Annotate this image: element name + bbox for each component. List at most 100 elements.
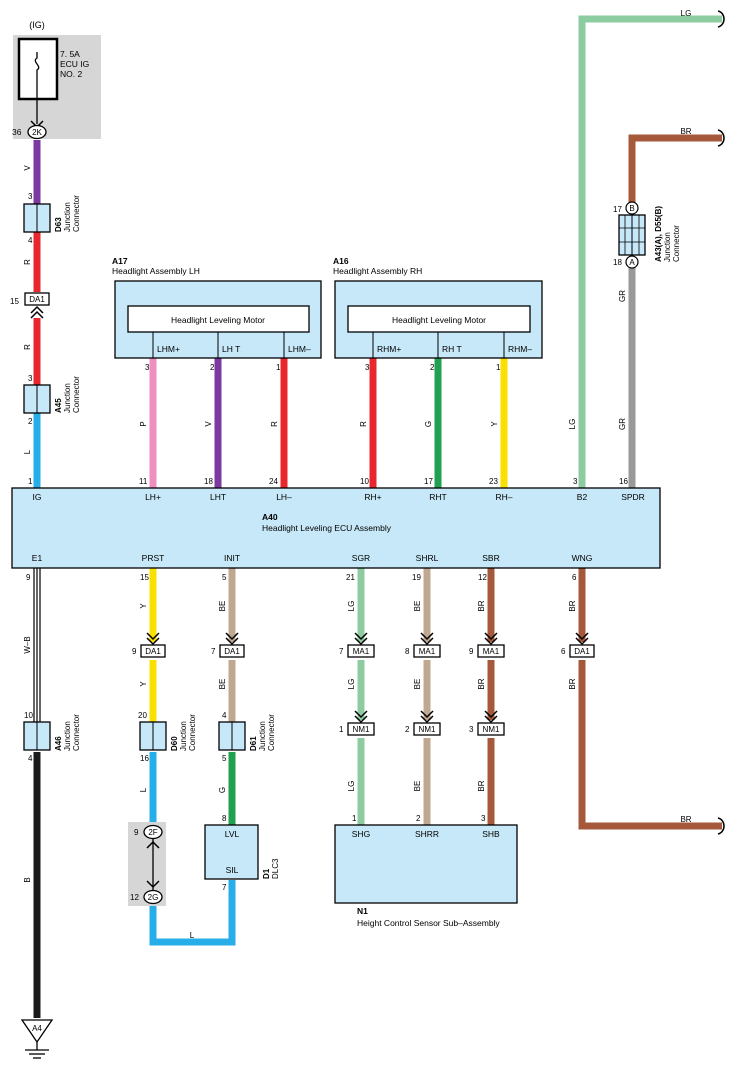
connector-sgr-nm1-pin: 1 [339, 725, 344, 734]
sensor-pin-shrr: 2 [416, 814, 421, 823]
wire-end-br-top [717, 129, 725, 147]
connector-shrl-nm1-label: NM1 [419, 725, 436, 734]
fuse-icon [34, 52, 40, 100]
dlc3-d1: 8 LVL SIL 7 D1 DLC3 [204, 814, 280, 892]
wire-label-ig-r1: R [23, 259, 32, 265]
fuse-supply-label: (IG) [29, 20, 45, 30]
dlc3-pin-lvl: 8 [222, 814, 227, 823]
dlc3-term-sil: SIL [226, 865, 239, 875]
junction-a43-pin-top: 17 [613, 205, 622, 214]
wire-label-loop-l: L [190, 931, 195, 940]
wire-b2-lg [578, 15, 722, 488]
wire-label-top-lg: LG [681, 9, 692, 18]
junction-d63-desc-1: Junction [63, 202, 72, 232]
wire-label-sgr-lg2: LG [347, 679, 356, 690]
wire-label-rh-g: G [424, 421, 433, 427]
wire-color-labels: V R R L P V R R G Y LG GR GR LG BR W–B B… [23, 9, 692, 940]
dlc3-term-lvl: LVL [225, 829, 240, 839]
fuse-number: NO. 2 [60, 69, 82, 79]
ground-a4: A4 [20, 1019, 54, 1059]
junction-d60-pin-top: 20 [138, 711, 147, 720]
connector-shrl-nm1-pin: 2 [405, 725, 410, 734]
ecu-term-init: INIT [224, 553, 240, 563]
wire-label-sgr-lg1: LG [347, 601, 356, 612]
inline-connectors-row2: NM1 NM1 NM1 1 2 3 [339, 710, 505, 736]
headlight-rh-id: A16 [333, 256, 349, 266]
wire-end-br-bottom [717, 817, 725, 835]
junction-d61-id: D61 [249, 736, 258, 751]
wire-label-wng-br3: BR [680, 815, 691, 824]
fuse-rating: 7. 5A [60, 49, 80, 59]
wire-loop-l [149, 880, 236, 946]
sensor-name: Height Control Sensor Sub–Assembly [357, 918, 500, 928]
wire-label-sbr-br3: BR [477, 780, 486, 791]
connector-2f-pin: 9 [134, 828, 139, 837]
ecu-term-lht: LHT [210, 492, 226, 502]
ecu-pin-lh-minus: 24 [269, 477, 278, 486]
wire-label-sgr-lg3: LG [347, 781, 356, 792]
wire-label-e1-b: B [23, 877, 32, 882]
wire-label-shrl-be3: BE [413, 781, 422, 792]
junction-a45-desc: Junction Connector [63, 376, 81, 413]
junction-d60: 20 16 D60 Junction Connector [138, 711, 197, 763]
headlight-lh: A17 Headlight Assembly LH Headlight Leve… [112, 256, 322, 372]
junction-d61: 4 5 D61 Junction Connector [218, 711, 276, 763]
ecu-pin-lht: 18 [204, 477, 213, 486]
wire-label-rh-y: Y [490, 421, 499, 427]
ecu-pin-rh-minus: 23 [489, 477, 498, 486]
ecu-term-shrl: SHRL [416, 553, 439, 563]
connector-sgr-nm1-label: NM1 [353, 725, 370, 734]
wire-label-spdr-gr-lower: GR [618, 418, 627, 430]
headlight-rh-term-rhm-plus: RHM+ [377, 344, 401, 354]
connector-2f-2g-area: 9 2F 12 2G [128, 822, 166, 906]
connector-shrl-ma1-pin: 8 [405, 647, 410, 656]
connector-da1-ig-pin: 15 [10, 297, 19, 306]
headlight-lh-id: A17 [112, 256, 128, 266]
sensor-n1: 1 2 3 SHG SHRR SHB N1 Height Control Sen… [334, 814, 518, 928]
wire-label-top-br: BR [680, 127, 691, 136]
junction-d60-desc-2: Connector [188, 714, 197, 751]
wire-label-wng-br1: BR [568, 600, 577, 611]
wire-label-spdr-gr-upper: GR [618, 290, 627, 302]
connector-da1-ig-label: DA1 [29, 295, 45, 304]
ground-id: A4 [32, 1024, 42, 1033]
wire-end-curls [717, 10, 725, 835]
connector-init-label: DA1 [224, 647, 240, 656]
junction-a46-desc-2: Connector [72, 714, 81, 751]
sensor-id: N1 [357, 906, 368, 916]
junction-d61-pin-top: 4 [222, 711, 227, 720]
wire-e1-wb [33, 568, 41, 722]
wire-label-wng-br2: BR [568, 678, 577, 689]
wire-label-sbr-br2: BR [477, 678, 486, 689]
connector-prst-pin: 9 [132, 647, 137, 656]
ecu-pin-rht: 17 [424, 477, 433, 486]
junction-a45-pin-bottom: 2 [28, 417, 33, 426]
junction-d63-pin-bottom: 4 [28, 236, 33, 245]
connector-sbr-nm1-pin: 3 [469, 725, 474, 734]
junction-d60-desc: Junction Connector [179, 714, 197, 751]
wire-label-prst-y2: Y [139, 681, 148, 687]
ecu-term-ig: IG [33, 492, 42, 502]
headlight-lh-term-lht: LH T [222, 344, 240, 354]
connector-sgr-ma1-pin: 7 [339, 647, 344, 656]
wire-label-e1-wb: W–B [23, 636, 32, 653]
headlight-rh-motor: Headlight Leveling Motor [392, 315, 486, 325]
ecu-pin-e1: 9 [26, 573, 31, 582]
connector-2g-pin: 12 [130, 893, 139, 902]
junction-d60-id: D60 [170, 736, 179, 751]
junction-a45-id: A45 [54, 398, 63, 413]
ecu-pin-ig: 1 [28, 477, 33, 486]
junction-d61-pin-bottom: 5 [222, 754, 227, 763]
wire-label-ig-l: L [23, 449, 32, 454]
connector-prst-label: DA1 [145, 647, 161, 656]
junction-d61-desc-2: Connector [267, 714, 276, 751]
wires [33, 15, 722, 1018]
ecu-term-rht: RHT [429, 492, 446, 502]
connector-sbr-ma1-pin: 9 [469, 647, 474, 656]
fuse-name: ECU IG [60, 59, 89, 69]
headlight-lh-term-lhm-minus: LHM– [288, 344, 311, 354]
junction-a46-pin-bottom: 4 [28, 754, 33, 763]
junction-a46: 10 4 A46 Junction Connector [23, 711, 81, 763]
wire-label-ig-r2: R [23, 344, 32, 350]
wire-label-init-be2: BE [218, 679, 227, 690]
